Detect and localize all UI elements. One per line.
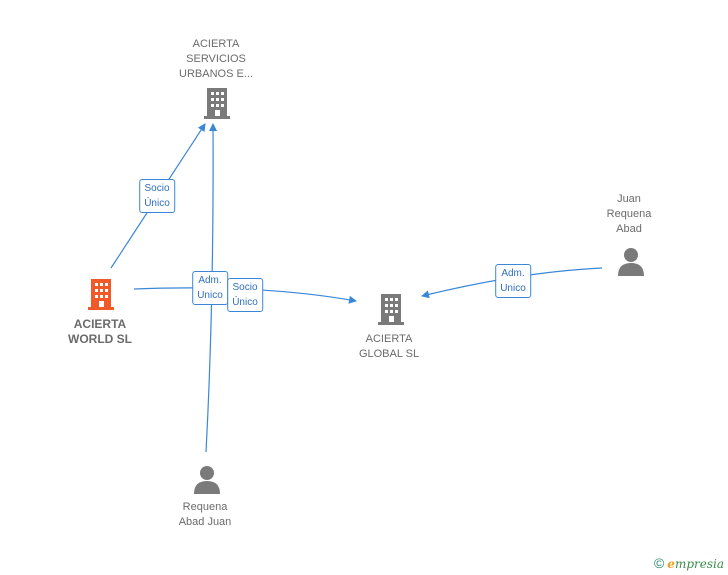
building-icon-focus[interactable] xyxy=(86,277,116,311)
node-label-global: ACIERTA GLOBAL SL xyxy=(358,333,420,360)
node-label-requena: Requena Abad Juan xyxy=(178,501,232,528)
person-icon[interactable] xyxy=(616,246,646,276)
brand-name: mpresia xyxy=(674,557,724,571)
building-icon[interactable] xyxy=(376,292,406,326)
person-icon[interactable] xyxy=(192,464,222,494)
brand-logo: empresia xyxy=(667,557,724,571)
node-label-juan: Juan Requena Abad xyxy=(606,193,652,235)
building-icon[interactable] xyxy=(202,86,232,120)
edge-label-juan-global[interactable]: Adm. Unico xyxy=(495,264,531,298)
node-label-world: ACIERTA WORLD SL xyxy=(68,317,132,346)
edge-label-world-global[interactable]: Socio Único xyxy=(227,278,263,312)
copyright-symbol: © xyxy=(653,555,665,571)
edge-label-requena-servicios[interactable]: Adm. Unico xyxy=(192,271,228,305)
brand-initial: e xyxy=(667,557,675,571)
node-label-servicios: ACIERTA SERVICIOS URBANOS E... xyxy=(179,38,253,80)
brand-footer: ©empresia xyxy=(654,555,724,571)
edge-label-world-servicios[interactable]: Socio Único xyxy=(139,179,175,213)
